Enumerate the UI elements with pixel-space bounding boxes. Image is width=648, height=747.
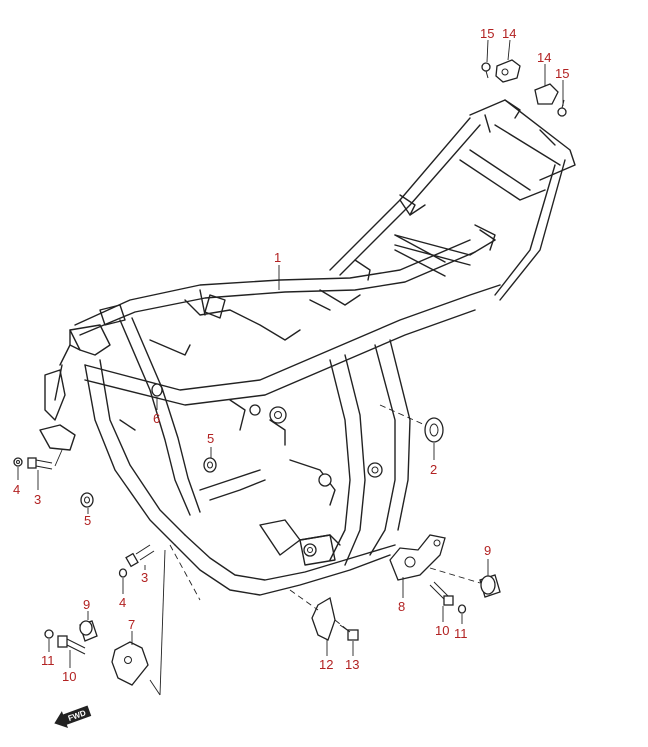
callout-10-right: 10 <box>435 623 449 638</box>
callout-1: 1 <box>274 250 281 265</box>
bracket-part-12 <box>311 596 336 641</box>
callout-9-left: 9 <box>83 597 90 612</box>
callout-3-lower: 3 <box>141 570 148 585</box>
callout-6: 6 <box>153 411 160 426</box>
bolt-part-10-left <box>57 635 86 655</box>
bolt-part-3-lower <box>125 544 155 568</box>
callout-14-right: 14 <box>537 50 551 65</box>
bolt-part-3-left <box>27 457 53 470</box>
nut-part-4-lower <box>118 568 128 578</box>
callout-4-lower: 4 <box>119 595 126 610</box>
fwd-direction-arrow: FWD <box>54 705 92 729</box>
nut-part-4-left <box>13 457 23 467</box>
leader-lines <box>17 39 564 668</box>
nut-part-11-right <box>457 604 467 614</box>
callout-15-right: 15 <box>555 66 569 81</box>
bolt-part-13 <box>339 624 359 641</box>
callout-13: 13 <box>345 657 359 672</box>
callout-11-right: 11 <box>454 626 468 641</box>
callout-5-left: 5 <box>84 513 91 528</box>
bracket-part-7 <box>111 641 149 686</box>
callout-11-left: 11 <box>41 653 55 668</box>
grommet-part-2 <box>424 417 444 443</box>
callout-2: 2 <box>430 462 437 477</box>
plug-part-6 <box>151 383 163 397</box>
bolt-part-10-right <box>429 581 454 606</box>
bracket-part-8 <box>389 534 446 581</box>
callout-8: 8 <box>398 599 405 614</box>
bushing-part-9-left <box>79 620 98 642</box>
callout-7: 7 <box>128 617 135 632</box>
rear-cap-part-14-left <box>495 59 521 83</box>
callout-labels: 1 2 3 3 4 4 5 5 6 7 8 9 9 10 10 11 11 12… <box>13 26 569 684</box>
bolt-part-15-right <box>557 99 567 117</box>
callout-12: 12 <box>319 657 333 672</box>
bolt-part-15-left <box>481 62 491 79</box>
callout-15-left: 15 <box>480 26 494 41</box>
callout-3-left: 3 <box>34 492 41 507</box>
collar-part-5-left <box>80 492 94 508</box>
collar-part-5-center <box>203 457 217 473</box>
main-frame <box>39 99 576 596</box>
callout-9-right: 9 <box>484 543 491 558</box>
nut-part-11-left <box>44 629 54 639</box>
bushing-part-9-right <box>479 574 501 598</box>
rear-cap-part-14-right <box>534 83 559 105</box>
callout-10-left: 10 <box>62 669 76 684</box>
callout-5-center: 5 <box>207 431 214 446</box>
callout-4-left: 4 <box>13 482 20 497</box>
callout-14-left: 14 <box>502 26 516 41</box>
